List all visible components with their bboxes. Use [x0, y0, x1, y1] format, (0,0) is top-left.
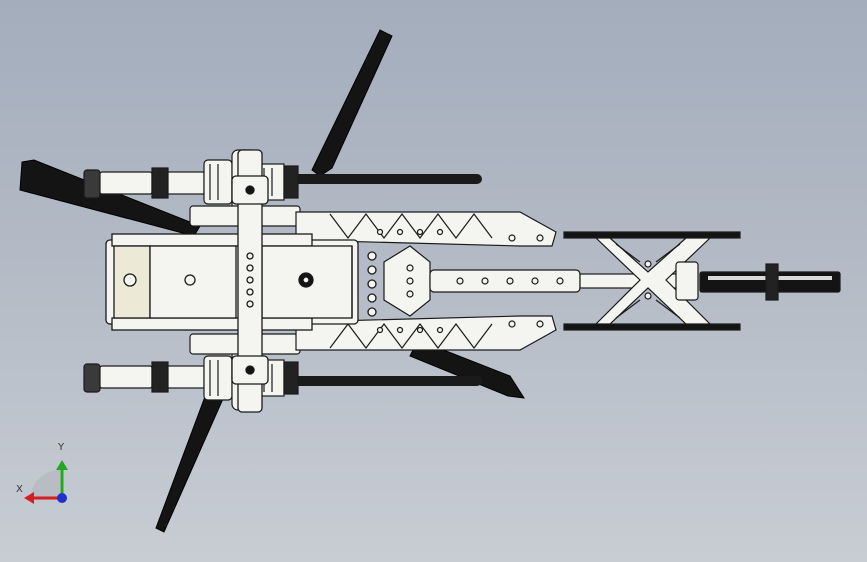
- propeller-blade: [155, 385, 227, 533]
- propeller-blade: [409, 339, 525, 399]
- propeller-blade: [19, 159, 201, 237]
- tail-stabilizer: [563, 231, 741, 331]
- propeller-blade: [311, 29, 393, 177]
- main-spar: [231, 149, 269, 413]
- tail-rotor: [675, 261, 841, 301]
- lower-left-propeller: [155, 339, 525, 533]
- coordinate-triad-icon: [24, 460, 68, 504]
- upper-left-propeller: [19, 29, 393, 237]
- triad-y-label: Y: [58, 442, 65, 453]
- upper-truss-arm: [295, 211, 557, 247]
- tail-boom: [383, 245, 681, 317]
- triad-x-label: X: [16, 484, 23, 495]
- lower-truss-arm: [295, 315, 557, 351]
